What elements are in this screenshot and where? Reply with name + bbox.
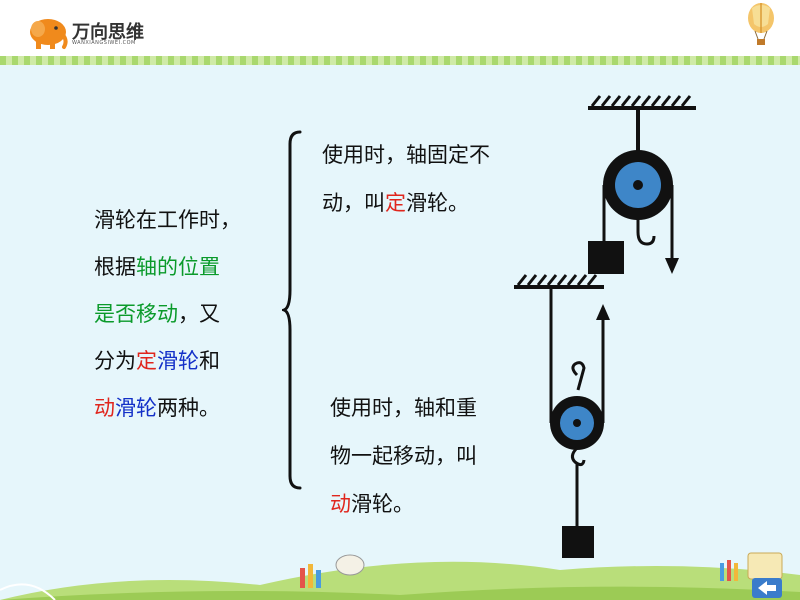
intro-line-5: 动滑轮两种。	[94, 396, 220, 420]
intro-line-3: 是否移动，又	[94, 302, 220, 326]
intro-line-1: 滑轮在工作时，	[94, 208, 241, 232]
header-stripe	[0, 56, 800, 65]
movable-line-3: 动滑轮。	[330, 492, 414, 516]
logo-subtitle: WANXIANGSIWEI.COM	[72, 40, 136, 46]
fixed-line-1: 使用时，轴固定不	[322, 143, 490, 167]
fixed-pulley-text: 使用时，轴固定不 动，叫定滑轮。	[322, 131, 552, 227]
intro-line-4: 分为定滑轮和	[94, 349, 220, 373]
header-bar: 万向思维 WANXIANGSIWEI.COM	[0, 0, 800, 60]
curly-brace	[282, 130, 302, 490]
fixed-pulley	[588, 95, 696, 274]
logo-name: 万向思维	[72, 22, 144, 43]
intro-line-2: 根据轴的位置	[94, 255, 220, 279]
movable-line-2: 物一起移动，叫	[330, 444, 477, 468]
pulley-diagram	[514, 95, 696, 558]
intro-text: 滑轮在工作时， 根据轴的位置 是否移动，又 分为定滑轮和 动滑轮两种。	[94, 197, 294, 432]
movable-line-1: 使用时，轴和重	[330, 396, 477, 420]
fixed-line-2: 动，叫定滑轮。	[322, 191, 469, 215]
crayon-decoration-left	[300, 554, 365, 588]
balloon-icon	[748, 3, 774, 45]
logo: 万向思维 WANXIANGSIWEI.COM	[26, 12, 156, 52]
elephant-logo-icon	[30, 19, 68, 49]
crayon-decoration-right	[720, 552, 783, 581]
movable-pulley-text: 使用时，轴和重 物一起移动，叫 动滑轮。	[330, 384, 560, 528]
movable-pulley	[514, 274, 610, 558]
back-arrow-icon[interactable]	[752, 578, 782, 598]
footer-meadow	[0, 552, 800, 600]
